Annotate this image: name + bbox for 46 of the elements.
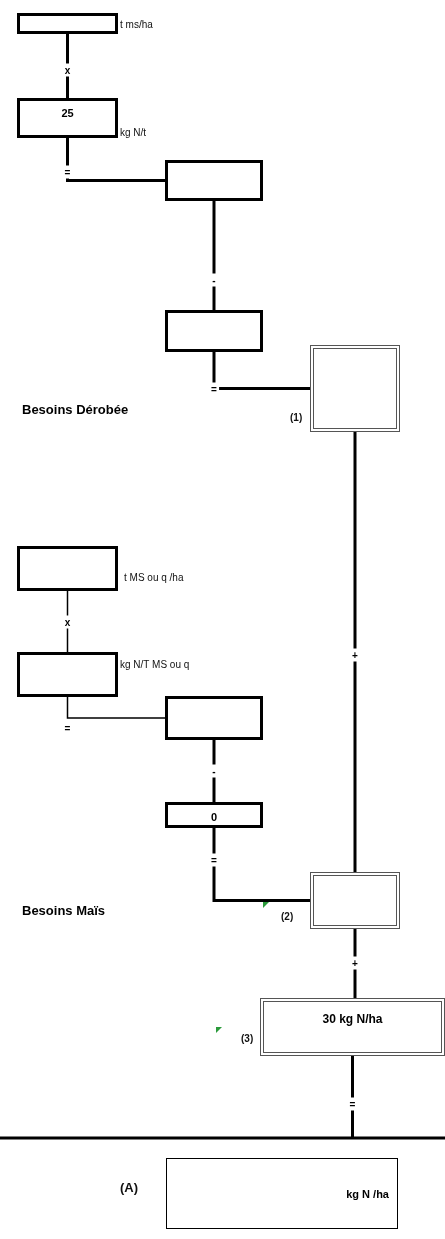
operator-label: = (62, 165, 73, 179)
callout-number: (1) (290, 412, 303, 423)
callout-number: (A) (120, 1180, 139, 1195)
empty-box (165, 160, 263, 201)
box-value: 30 kg N/ha (322, 1012, 383, 1026)
box-value: 0 (210, 811, 218, 823)
connector-line (66, 138, 165, 182)
value-box (165, 802, 263, 828)
unit-label: t MS ou q /ha (124, 572, 184, 583)
empty-box (17, 652, 118, 697)
empty-box (17, 13, 118, 34)
operator-label: + (350, 956, 360, 970)
unit-label: kg N/t (120, 127, 147, 138)
section-heading: Besoins Dérobée (22, 402, 129, 417)
connector-line (66, 696, 166, 719)
unit-label: kg N/T MS ou q (120, 659, 190, 670)
empty-box (165, 310, 263, 352)
connector-line (66, 590, 69, 653)
section-heading: Besoins Maïs (22, 903, 106, 918)
operator-label: + (350, 648, 360, 662)
empty-box (17, 546, 118, 591)
operator-label: - (210, 764, 218, 778)
connector-line (212, 201, 216, 310)
operator-label: = (209, 853, 219, 867)
connector-line (212, 740, 216, 802)
connector-line (353, 929, 357, 998)
connector-line (353, 432, 357, 872)
operator-label: x (62, 63, 73, 77)
box-value: 25 (61, 107, 74, 121)
empty-box (310, 345, 400, 432)
operator-label: = (347, 1097, 358, 1111)
empty-box (310, 872, 400, 929)
unit-label: t ms/ha (120, 19, 153, 30)
callout-number: (3) (241, 1033, 254, 1044)
value-box (166, 1158, 398, 1229)
connector-line (212, 828, 310, 902)
connector-line (66, 34, 69, 98)
operator-label: x (62, 615, 73, 629)
box-value: kg N /ha (346, 1187, 389, 1200)
value-box (260, 998, 445, 1056)
connector-line (212, 352, 310, 390)
empty-box (165, 696, 263, 740)
value-box (17, 98, 118, 138)
operator-label: - (210, 273, 218, 287)
connector-line (351, 1056, 354, 1138)
callout-number: (2) (281, 911, 294, 922)
